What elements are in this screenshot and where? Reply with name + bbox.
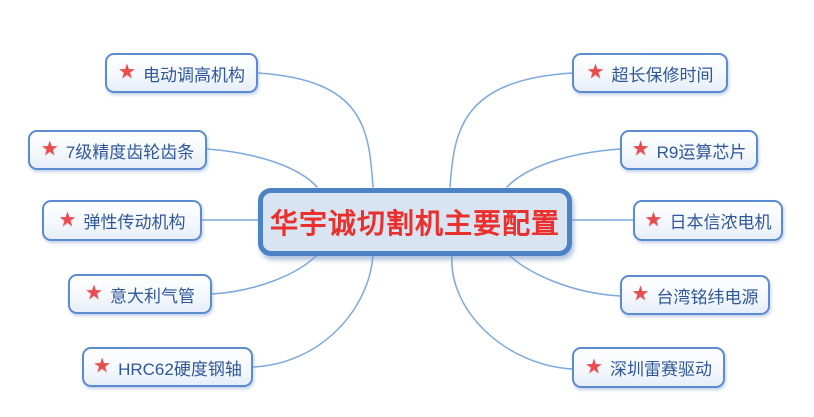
connector-left-4: [211, 254, 318, 295]
star-icon: ★: [631, 138, 650, 160]
connector-left-2: [206, 148, 318, 188]
branch-node-italian-air-pipe[interactable]: ★ 意大利气管: [68, 274, 212, 314]
branch-node-meanwell-power[interactable]: ★ 台湾铭纬电源: [620, 275, 770, 315]
star-icon: ★: [631, 283, 650, 305]
central-topic[interactable]: 华宇诚切割机主要配置: [258, 188, 572, 256]
branch-label: 7级精度齿轮齿条: [65, 142, 195, 162]
branch-node-elastic-transmission[interactable]: ★ 弹性传动机构: [42, 200, 202, 241]
central-topic-label: 华宇诚切割机主要配置: [269, 208, 560, 239]
star-icon: ★: [93, 355, 112, 377]
branch-label: 深圳雷赛驱动: [609, 360, 712, 379]
star-icon: ★: [40, 138, 59, 160]
star-icon: ★: [644, 208, 663, 231]
branch-label: 弹性传动机构: [83, 213, 186, 232]
branch-label: R9运算芯片: [656, 142, 747, 162]
branch-label: 日本信浓电机: [669, 213, 772, 232]
star-icon: ★: [586, 61, 605, 83]
connector-left-1: [257, 72, 374, 188]
branch-label: HRC62硬度钢轴: [118, 359, 242, 379]
branch-node-leadshine-driver[interactable]: ★ 深圳雷赛驱动: [572, 347, 725, 388]
connector-right-2: [506, 148, 621, 188]
branch-label: 电动调高机构: [142, 65, 245, 85]
star-icon: ★: [85, 282, 103, 304]
connector-right-1: [449, 72, 573, 188]
branch-label: 超长保修时间: [611, 65, 714, 85]
star-icon: ★: [118, 61, 136, 83]
branch-node-electric-height-adjust[interactable]: ★ 电动调高机构: [105, 53, 258, 93]
branch-label: 台湾铭纬电源: [656, 287, 759, 307]
branch-node-long-warranty[interactable]: ★ 超长保修时间: [572, 53, 728, 93]
connector-right-4: [508, 254, 621, 297]
connector-left-5: [252, 254, 374, 368]
star-icon: ★: [585, 355, 603, 378]
star-icon: ★: [58, 208, 77, 231]
branch-node-shinano-motor[interactable]: ★ 日本信浓电机: [633, 200, 783, 241]
branch-node-gear-rack[interactable]: ★ 7级精度齿轮齿条: [28, 130, 207, 170]
branch-label: 意大利气管: [109, 286, 195, 306]
branch-node-hrc62-steel-shaft[interactable]: ★ HRC62硬度钢轴: [82, 347, 253, 387]
connector-right-5: [451, 254, 573, 370]
branch-node-r9-chip[interactable]: ★ R9运算芯片: [620, 130, 758, 170]
